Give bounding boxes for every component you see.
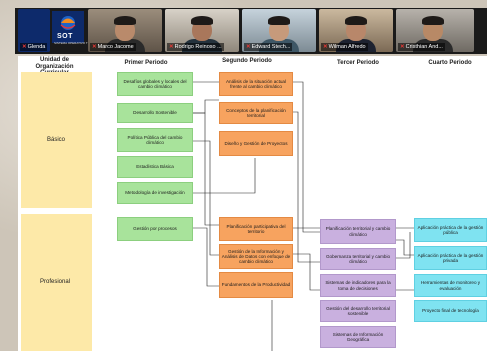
course-box: Política Pública del cambio climático [117, 128, 193, 152]
course-box: Conceptos de la planificación territoria… [219, 102, 293, 124]
course-box: Estadística Básica [117, 156, 193, 178]
participant-tile[interactable]: ✕Edward Stech... [242, 9, 316, 52]
header-second-period: Segundo Periodo [222, 58, 272, 64]
course-box: Gestión por procesos [117, 217, 193, 241]
course-box: Gestión del desarrollo territorial soste… [320, 300, 396, 322]
participant-name: Cristhian And... [405, 44, 443, 50]
mic-muted-icon: ✕ [246, 44, 251, 50]
participant-tile[interactable]: ✕Rodrigo Reinoso ... [165, 9, 239, 52]
logo-text: SOT [57, 33, 73, 40]
header-first-period: Primer Periodo [124, 60, 168, 66]
course-box: Aplicación práctica de la gestión públic… [414, 218, 487, 242]
mic-muted-icon: ✕ [22, 44, 27, 50]
course-box: Fundamentos de la Productividad [219, 272, 293, 298]
course-box: Planificación participativa del territor… [219, 217, 293, 241]
mic-muted-icon: ✕ [323, 44, 328, 50]
participant-name: Edward Stech... [251, 44, 291, 50]
course-box: Herramientas de monitoreo y evaluación [414, 274, 487, 297]
unit-band-basic [21, 72, 92, 208]
course-box: Sistemas de Información Geográfica [320, 326, 396, 348]
participant-tile[interactable]: ✕Glenda [18, 9, 50, 52]
mic-muted-icon: ✕ [169, 44, 174, 50]
logo-subtitle: SISTEMA OPERATIVO TECNOLOGICO [54, 41, 109, 45]
course-box: Desafíos globales y locales del cambio c… [117, 72, 193, 96]
participant-name: Wilman Alfredo [328, 44, 366, 50]
participant-tile[interactable]: ✕Wilman Alfredo [319, 9, 393, 52]
unit-label-basic: Básico [47, 137, 66, 143]
unit-band-professional [21, 214, 92, 351]
header-third-period: Tercer Periodo [337, 60, 379, 66]
unit-label-professional: Profesional [40, 279, 71, 285]
participant-name: Rodrigo Reinoso ... [174, 44, 222, 50]
mic-muted-icon: ✕ [92, 44, 97, 50]
participant-name: Marco Jacome [97, 44, 134, 50]
mic-muted-icon: ✕ [400, 44, 405, 50]
course-box: Aplicación práctica de la gestión privad… [414, 246, 487, 270]
sot-logo-icon [52, 11, 84, 43]
course-box: Planificación territorial y cambio climá… [320, 219, 396, 244]
course-box: Sistemas de indicadores para la toma de … [320, 274, 396, 297]
course-box: Diseño y Gestión de Proyectos [219, 131, 293, 156]
header-fourth-period: Cuarto Periodo [428, 60, 472, 66]
participant-name: Glenda [27, 44, 46, 50]
course-box: Gestión de la Información y Análisis de … [219, 244, 293, 269]
course-box: Gobernanza territorial y cambio climátic… [320, 248, 396, 270]
course-box: Análisis de la situación actual frente a… [219, 72, 293, 96]
participant-tile[interactable]: ✕Cristhian And... [396, 9, 474, 52]
course-box: Metodología de investigación [117, 182, 193, 204]
course-box: Proyecto final de tecnología [414, 300, 487, 322]
course-box: Desarrollo Sostenible [117, 103, 193, 123]
participant-tile[interactable]: ✕Marco Jacome [88, 9, 162, 52]
